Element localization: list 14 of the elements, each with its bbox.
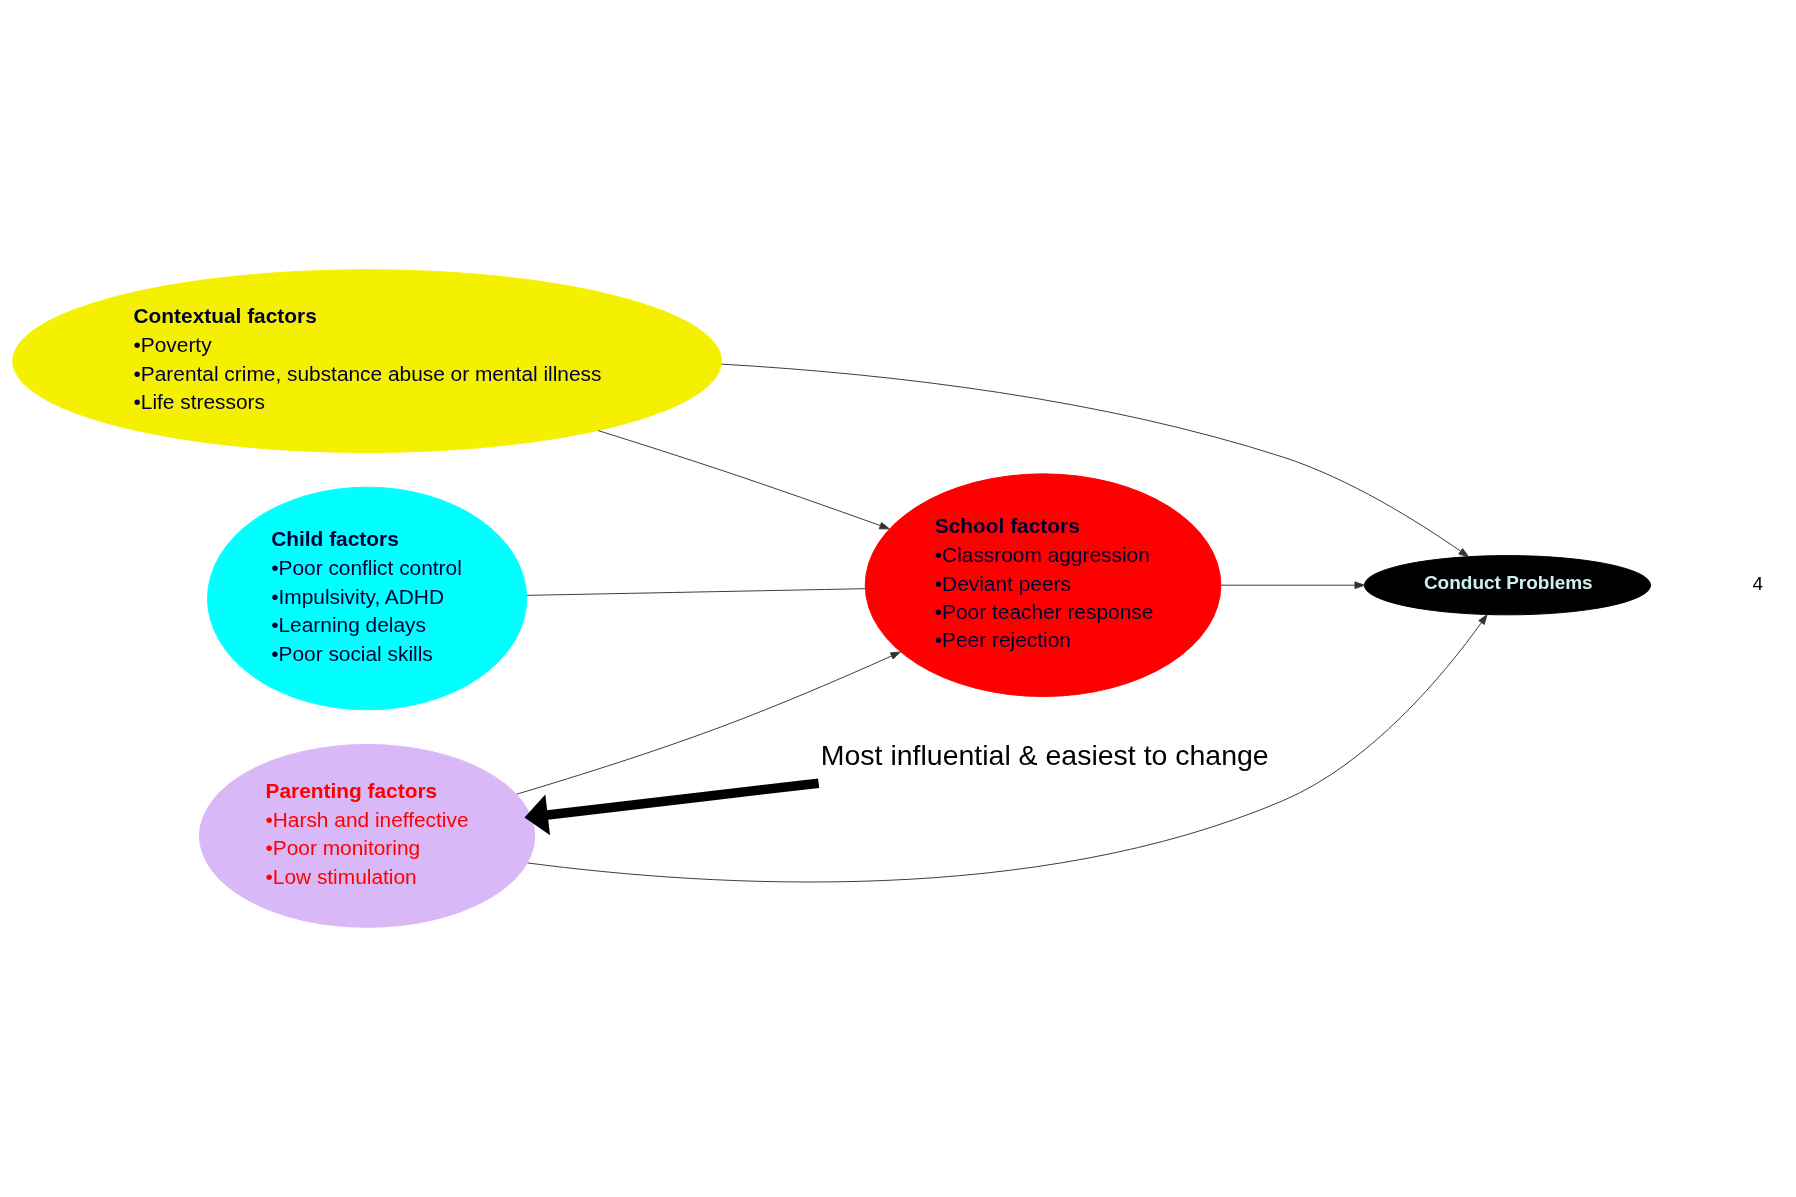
node-ellipse: Child factors •Poor conflict control •Impulsivity, ADHD •Learning delays •Poor social skills <box>207 486 528 711</box>
arrow <box>527 614 1488 883</box>
arrow <box>721 363 1469 558</box>
label: 4 <box>1752 572 1764 594</box>
arrow <box>516 651 901 795</box>
node-text: Most influential & easiest to change <box>820 738 1269 771</box>
node-ellipse: Contextual factors •Poverty •Parental crime, substance abuse or mental illness •Life stressors <box>12 269 722 454</box>
connector <box>526 588 866 596</box>
arrow <box>1220 581 1365 589</box>
node-ellipse: School factors •Classroom aggression •Deviant peers •Poor teacher response •Peer rejection <box>864 473 1222 698</box>
node-ellipse: Conduct Problems <box>1363 555 1652 616</box>
arrow <box>524 778 820 836</box>
node-ellipse: Parenting factors •Harsh and ineffective •Poor monitoring •Low stimulation <box>198 743 536 928</box>
arrow <box>597 430 890 530</box>
